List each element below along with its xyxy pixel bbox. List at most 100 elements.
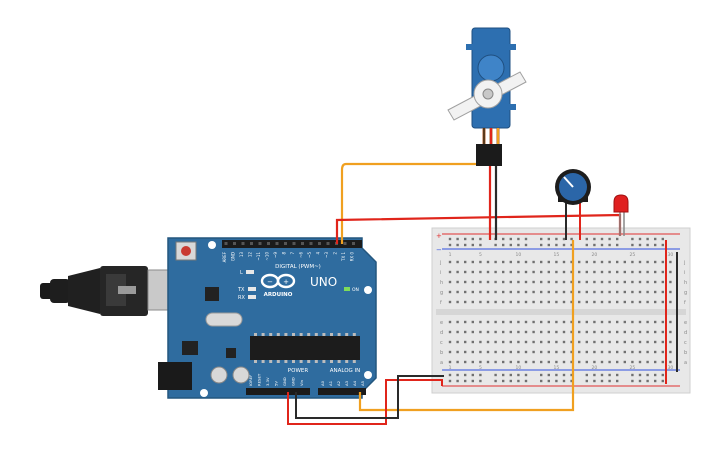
rail-hole[interactable] <box>456 379 459 383</box>
breadboard-hole[interactable] <box>669 290 672 294</box>
rail-hole[interactable] <box>638 237 642 241</box>
breadboard-hole[interactable] <box>494 290 497 294</box>
breadboard-hole[interactable] <box>562 290 566 294</box>
breadboard-hole[interactable] <box>540 330 543 334</box>
rail-hole[interactable] <box>509 379 512 383</box>
rail-hole[interactable] <box>570 237 573 241</box>
digital-pin-hole[interactable] <box>267 242 270 245</box>
breadboard-hole[interactable] <box>623 340 626 344</box>
breadboard-hole[interactable] <box>661 270 664 274</box>
rail-hole[interactable] <box>494 373 497 377</box>
rail-hole[interactable] <box>608 379 611 383</box>
breadboard-hole[interactable] <box>616 330 619 334</box>
breadboard-hole[interactable] <box>585 290 588 294</box>
breadboard-hole[interactable] <box>631 360 634 364</box>
rail-hole[interactable] <box>471 379 474 383</box>
breadboard-hole[interactable] <box>623 260 626 264</box>
rail-hole[interactable] <box>555 243 558 247</box>
breadboard-hole[interactable] <box>471 290 474 294</box>
breadboard-hole[interactable] <box>517 260 520 264</box>
breadboard-hole[interactable] <box>471 270 474 274</box>
breadboard-hole[interactable] <box>593 340 596 344</box>
rail-hole[interactable] <box>509 243 512 247</box>
breadboard-hole[interactable] <box>631 290 634 294</box>
rail-hole[interactable] <box>608 243 611 247</box>
breadboard-hole[interactable] <box>555 280 558 284</box>
breadboard-hole[interactable] <box>608 300 611 304</box>
digital-header[interactable] <box>222 240 362 248</box>
breadboard-hole[interactable] <box>646 280 649 284</box>
breadboard-hole[interactable] <box>669 360 672 364</box>
rail-hole[interactable] <box>661 373 664 377</box>
breadboard-hole[interactable] <box>479 350 482 354</box>
rail-hole[interactable] <box>562 379 566 383</box>
breadboard-hole[interactable] <box>464 270 467 274</box>
breadboard-hole[interactable] <box>502 360 505 364</box>
breadboard-hole[interactable] <box>646 330 649 334</box>
breadboard-hole[interactable] <box>502 260 505 264</box>
breadboard-hole[interactable] <box>517 290 520 294</box>
rail-hole[interactable] <box>562 237 566 241</box>
breadboard-hole[interactable] <box>456 350 459 354</box>
breadboard-hole[interactable] <box>654 260 657 264</box>
breadboard-hole[interactable] <box>654 300 657 304</box>
rail-hole[interactable] <box>600 373 604 377</box>
rail-hole[interactable] <box>524 373 528 377</box>
breadboard-hole[interactable] <box>562 320 566 324</box>
rail-hole[interactable] <box>616 243 619 247</box>
rail-hole[interactable] <box>585 373 588 377</box>
breadboard-hole[interactable] <box>464 300 467 304</box>
breadboard-hole[interactable] <box>448 330 452 334</box>
breadboard-hole[interactable] <box>532 270 535 274</box>
rail-hole[interactable] <box>562 243 566 247</box>
rail-hole[interactable] <box>547 379 550 383</box>
breadboard-hole[interactable] <box>448 260 452 264</box>
breadboard-hole[interactable] <box>661 290 664 294</box>
rail-hole[interactable] <box>570 373 573 377</box>
digital-pin-hole[interactable] <box>258 242 262 245</box>
breadboard-hole[interactable] <box>532 280 535 284</box>
breadboard-hole[interactable] <box>502 350 505 354</box>
breadboard-hole[interactable] <box>502 300 505 304</box>
breadboard-hole[interactable] <box>616 260 619 264</box>
breadboard-hole[interactable] <box>456 280 459 284</box>
breadboard-hole[interactable] <box>471 350 474 354</box>
rail-hole[interactable] <box>464 373 467 377</box>
breadboard-hole[interactable] <box>540 290 543 294</box>
breadboard-hole[interactable] <box>669 320 672 324</box>
rail-hole[interactable] <box>471 237 474 241</box>
breadboard-hole[interactable] <box>517 300 520 304</box>
breadboard-hole[interactable] <box>578 330 581 334</box>
breadboard-hole[interactable] <box>555 330 558 334</box>
breadboard-hole[interactable] <box>638 320 642 324</box>
breadboard-hole[interactable] <box>448 340 452 344</box>
breadboard-hole[interactable] <box>555 350 558 354</box>
digital-pin-hole[interactable] <box>292 242 296 245</box>
breadboard-hole[interactable] <box>547 340 550 344</box>
breadboard-hole[interactable] <box>555 360 558 364</box>
rail-hole[interactable] <box>517 379 520 383</box>
breadboard-hole[interactable] <box>464 290 467 294</box>
breadboard-hole[interactable] <box>486 290 490 294</box>
breadboard-hole[interactable] <box>524 320 528 324</box>
breadboard-hole[interactable] <box>502 330 505 334</box>
breadboard-hole[interactable] <box>631 260 634 264</box>
breadboard-hole[interactable] <box>646 320 649 324</box>
breadboard-hole[interactable] <box>654 330 657 334</box>
breadboard-hole[interactable] <box>509 340 512 344</box>
breadboard-hole[interactable] <box>585 360 588 364</box>
breadboard-hole[interactable] <box>532 360 535 364</box>
breadboard-hole[interactable] <box>456 260 459 264</box>
breadboard-hole[interactable] <box>524 260 528 264</box>
dc-power-jack[interactable] <box>158 362 192 390</box>
breadboard-hole[interactable] <box>585 340 588 344</box>
rail-hole[interactable] <box>616 373 619 377</box>
breadboard-hole[interactable] <box>631 350 634 354</box>
rail-hole[interactable] <box>593 243 596 247</box>
breadboard-hole[interactable] <box>616 360 619 364</box>
breadboard-hole[interactable] <box>547 360 550 364</box>
breadboard-holes[interactable] <box>448 237 672 383</box>
breadboard-hole[interactable] <box>600 330 604 334</box>
breadboard-hole[interactable] <box>600 280 604 284</box>
breadboard-hole[interactable] <box>570 330 573 334</box>
